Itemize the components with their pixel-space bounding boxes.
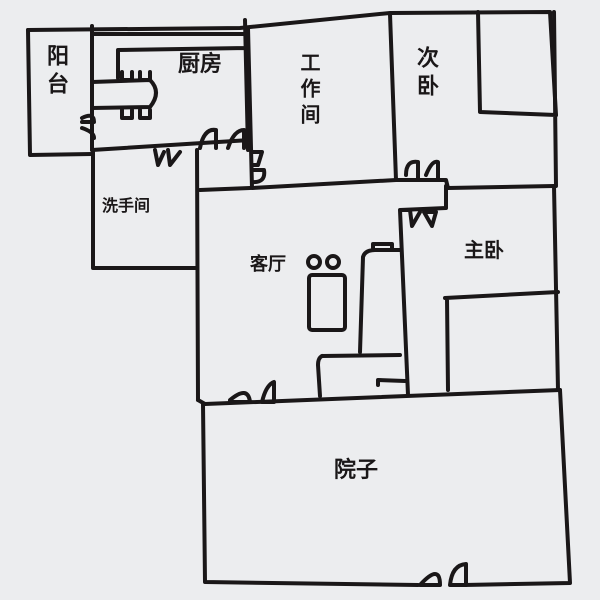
sofa	[316, 242, 407, 398]
room-label-living-room: 客厅	[250, 254, 286, 275]
second-bedroom-walls	[394, 10, 558, 190]
workroom-walls	[246, 12, 398, 190]
kitchen-walls	[90, 18, 252, 152]
room-label-restroom: 洗手间	[102, 196, 151, 215]
chairs	[120, 70, 152, 120]
dining-table	[90, 78, 158, 110]
room-label-second-bedroom: 次卧	[413, 46, 438, 102]
room-label-kitchen: 厨房	[178, 52, 223, 77]
doors	[80, 113, 468, 587]
room-label-workroom: 工作间	[297, 52, 321, 130]
room-label-master-bedroom: 主卧	[464, 238, 504, 262]
restroom-walls	[91, 148, 200, 402]
room-label-yard: 院子	[334, 458, 379, 483]
room-label-balcony: 阳台	[43, 44, 68, 100]
balcony-walls	[26, 24, 94, 157]
master-walls	[398, 184, 560, 397]
yard-walls	[201, 388, 572, 587]
coffee-table	[307, 273, 347, 332]
